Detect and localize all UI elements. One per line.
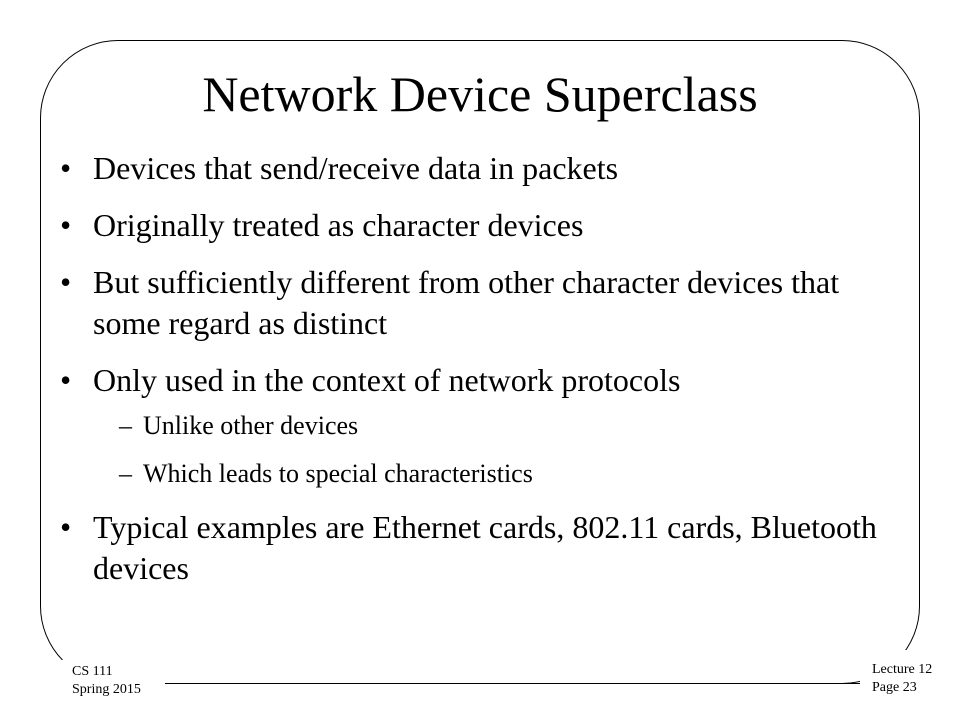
footer-term: Spring 2015 <box>72 682 141 697</box>
sub-bullet-item: – Unlike other devices <box>97 409 890 443</box>
frame-gap-right <box>860 650 960 720</box>
bullet-text: Devices that send/receive data in packet… <box>93 150 619 186</box>
bullet-text: Only used in the context of network prot… <box>93 362 681 398</box>
bullet-item: • But sufficiently different from other … <box>60 262 890 344</box>
bullet-list: • Devices that send/receive data in pack… <box>60 148 890 605</box>
bullet-marker: • <box>60 264 72 300</box>
bullet-item: • Devices that send/receive data in pack… <box>60 148 890 189</box>
bullet-item: • Originally treated as character device… <box>60 205 890 246</box>
footer-divider <box>165 683 860 684</box>
bullet-text: Originally treated as character devices <box>93 207 584 243</box>
sub-bullet-marker: – <box>119 459 132 488</box>
bullet-text: But sufficiently different from other ch… <box>93 264 840 341</box>
bullet-marker: • <box>60 150 72 186</box>
bullet-text: Typical examples are Ethernet cards, 802… <box>93 509 877 586</box>
bullet-marker: • <box>60 362 72 398</box>
bullet-item: • Only used in the context of network pr… <box>60 360 890 491</box>
sub-bullet-text: Which leads to special characteristics <box>143 459 533 488</box>
bullet-marker: • <box>60 509 72 545</box>
sub-bullet-item: – Which leads to special characteristics <box>97 457 890 491</box>
bullet-item: • Typical examples are Ethernet cards, 8… <box>60 507 890 589</box>
sub-bullet-text: Unlike other devices <box>143 411 359 440</box>
frame-gap-left <box>0 660 165 720</box>
footer-page: Page 23 <box>872 680 917 695</box>
footer-lecture: Lecture 12 <box>872 662 933 677</box>
footer-course-info: CS 111 Spring 2015 <box>72 663 141 699</box>
slide-title: Network Device Superclass <box>202 66 758 122</box>
footer-lecture-info: Lecture 12 Page 23 <box>872 661 932 697</box>
sub-bullet-list: – Unlike other devices – Which leads to … <box>93 409 890 491</box>
bullet-marker: • <box>60 207 72 243</box>
sub-bullet-marker: – <box>119 411 132 440</box>
footer-course: CS 111 <box>72 664 113 679</box>
